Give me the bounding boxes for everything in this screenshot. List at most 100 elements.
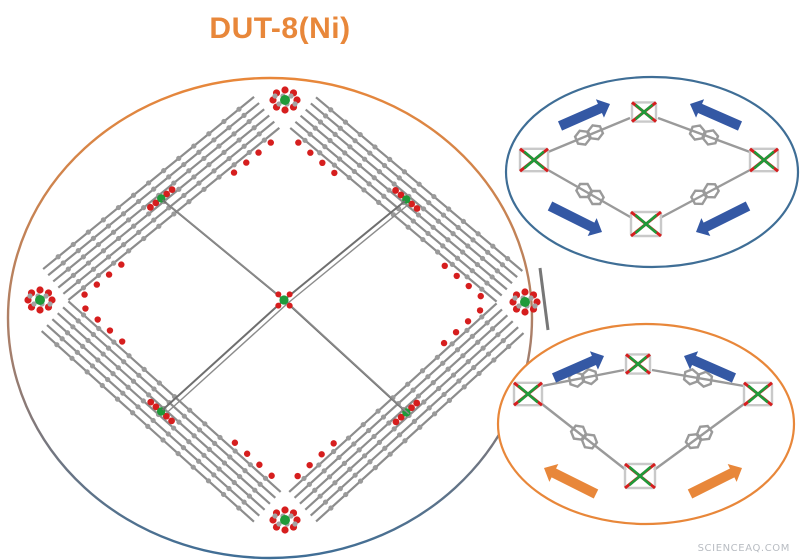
linker-atom [247,462,253,468]
linker-atom [449,261,455,267]
linker-atom [151,186,157,192]
oxygen-atom [275,302,282,309]
linker-atom [317,150,323,156]
nickel-bond [628,355,648,373]
carbon-atom [276,101,282,107]
linker-atom [256,131,262,137]
linker-atom [331,162,338,168]
linker-atom [435,218,441,224]
linker-atom [115,235,122,242]
paddlewheel-bottom [629,210,663,238]
linker-atom [60,260,66,266]
oxygen-atom [243,450,251,457]
linker-atom [226,155,232,162]
linker-atom [450,231,456,237]
motion-arrow-top-left [551,351,604,383]
linker-atom [434,354,440,360]
linker-atom [471,364,477,371]
paddlewheel-right [742,381,774,407]
linker-atom [446,206,452,212]
naphthalene-linker [541,367,625,389]
linker-atom [337,156,343,162]
linker-atom [396,432,403,438]
linker-atom [171,425,177,431]
linker-atom [205,478,212,484]
linker-atom [460,249,466,255]
linker-atom [419,368,426,374]
naphthalene-linker [653,403,745,471]
linker-atom [96,325,102,332]
linker-atom [217,434,223,441]
aromatic-ring [696,370,714,388]
carbon-atom [292,521,298,527]
oxygen-atom [408,404,415,412]
oxygen-atom [256,461,263,468]
dut8-framework-structure [24,86,550,534]
linker-atom [416,181,422,187]
linker-atom [74,349,80,355]
linker-atom [484,320,490,326]
oxygen-atom [267,139,274,146]
linker-atom [387,156,393,162]
oxygen-atom [521,288,529,296]
linker-atom [90,331,96,338]
linker-atom [216,174,222,180]
linker-atom [351,168,357,175]
linker-atom [401,169,408,175]
oxygen-atom [81,291,88,298]
linker-atom [476,370,482,377]
linker-atom [181,413,187,419]
linker-atom [465,243,471,249]
linker-atom [90,266,97,272]
linker-atom [201,155,207,162]
linker-atom [80,343,86,349]
linker-atom [328,107,334,113]
aromatic-ring [684,433,703,450]
linker-atom [367,150,373,156]
oxygen-atom [319,159,326,167]
linker-atom [375,408,381,414]
oxygen-atom [306,461,313,469]
linker-atom [111,339,117,345]
linker-atom [85,337,91,344]
linker-atom [175,450,181,457]
linker-atom [80,285,87,291]
linker-atom [115,204,122,211]
pillar-linker [166,302,289,414]
linker-atom [485,351,492,357]
oxygen-atom [397,191,405,199]
linker-atom [165,431,171,437]
linker-atom [226,125,232,131]
linker-atom [494,268,500,274]
carbon-atom [272,93,278,99]
linker-atom [421,399,427,405]
naphthalene-linker [651,368,745,388]
pillar-linker [166,202,289,304]
linker-atom [337,125,343,131]
oxygen-atom [168,417,175,425]
linker-atom [125,384,131,390]
naphthalene-linker [657,116,751,154]
linker-atom [479,314,485,320]
paddlewheel-frame [742,381,774,407]
oxygen-atom [118,261,125,268]
paddlewheel-left [512,381,544,407]
linker-atom [120,390,126,396]
linker-atom [65,266,71,272]
oxygen-atom [168,186,176,193]
linker-atom [211,137,217,143]
linker-atom [221,491,227,498]
oxygen-atom [318,451,325,458]
naphthalene-linker [541,403,627,471]
linker-atom [405,224,411,230]
linker-atom [415,393,422,399]
linker-atom [161,168,167,174]
linker-atom [432,411,438,417]
oxygen-atom [295,139,302,146]
linker-atom [436,385,442,392]
linker-atom [176,419,182,425]
paddlewheel-bottom [623,462,657,490]
nickel-node-left [35,295,45,305]
watermark-text: SCIENCEAQ.COM [697,543,790,554]
paddlewheel-frame [630,101,658,123]
